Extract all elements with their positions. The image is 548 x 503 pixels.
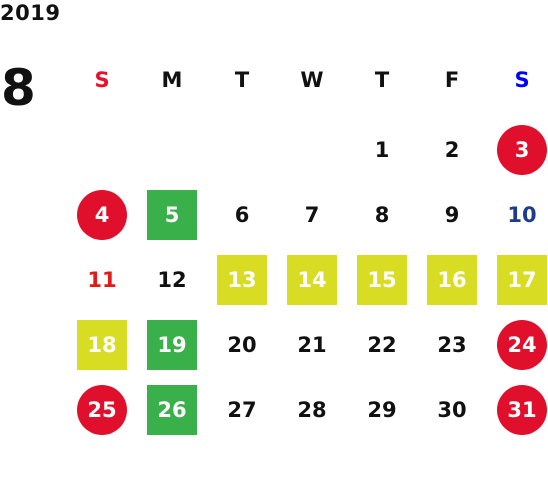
day-cell[interactable]: 15 (357, 255, 407, 305)
weekday-header: F (444, 68, 460, 92)
day-cell[interactable]: 16 (427, 255, 477, 305)
day-cell[interactable]: 29 (367, 398, 397, 422)
weekday-header: W (300, 68, 324, 92)
year-label: 2019 (0, 1, 61, 25)
day-cell[interactable]: 12 (157, 268, 187, 292)
day-cell[interactable]: 2 (444, 138, 460, 162)
day-cell[interactable]: 25 (77, 385, 127, 435)
day-cell[interactable]: 27 (227, 398, 257, 422)
day-cell[interactable]: 4 (77, 190, 127, 240)
weekday-header: T (234, 68, 250, 92)
day-cell[interactable]: 6 (234, 203, 250, 227)
day-cell[interactable]: 7 (304, 203, 320, 227)
day-cell[interactable]: 28 (297, 398, 327, 422)
day-cell[interactable]: 17 (497, 255, 547, 305)
weekday-header: S (514, 68, 530, 92)
day-cell[interactable]: 22 (367, 333, 397, 357)
day-cell[interactable]: 26 (147, 385, 197, 435)
weekday-header: S (94, 68, 110, 92)
day-cell[interactable]: 3 (497, 125, 547, 175)
day-cell[interactable]: 19 (147, 320, 197, 370)
day-cell[interactable]: 8 (374, 203, 390, 227)
day-cell[interactable]: 24 (497, 320, 547, 370)
day-cell[interactable]: 21 (297, 333, 327, 357)
weekday-header: M (161, 68, 183, 92)
day-cell[interactable]: 23 (437, 333, 467, 357)
month-number: 8 (1, 59, 36, 117)
day-cell[interactable]: 11 (87, 268, 117, 292)
day-cell[interactable]: 30 (437, 398, 467, 422)
weekday-header: T (374, 68, 390, 92)
day-cell[interactable]: 13 (217, 255, 267, 305)
day-cell[interactable]: 1 (374, 138, 390, 162)
day-cell[interactable]: 10 (507, 203, 537, 227)
day-cell[interactable]: 31 (497, 385, 547, 435)
day-cell[interactable]: 5 (147, 190, 197, 240)
day-cell[interactable]: 14 (287, 255, 337, 305)
day-cell[interactable]: 9 (444, 203, 460, 227)
day-cell[interactable]: 20 (227, 333, 257, 357)
day-cell[interactable]: 18 (77, 320, 127, 370)
